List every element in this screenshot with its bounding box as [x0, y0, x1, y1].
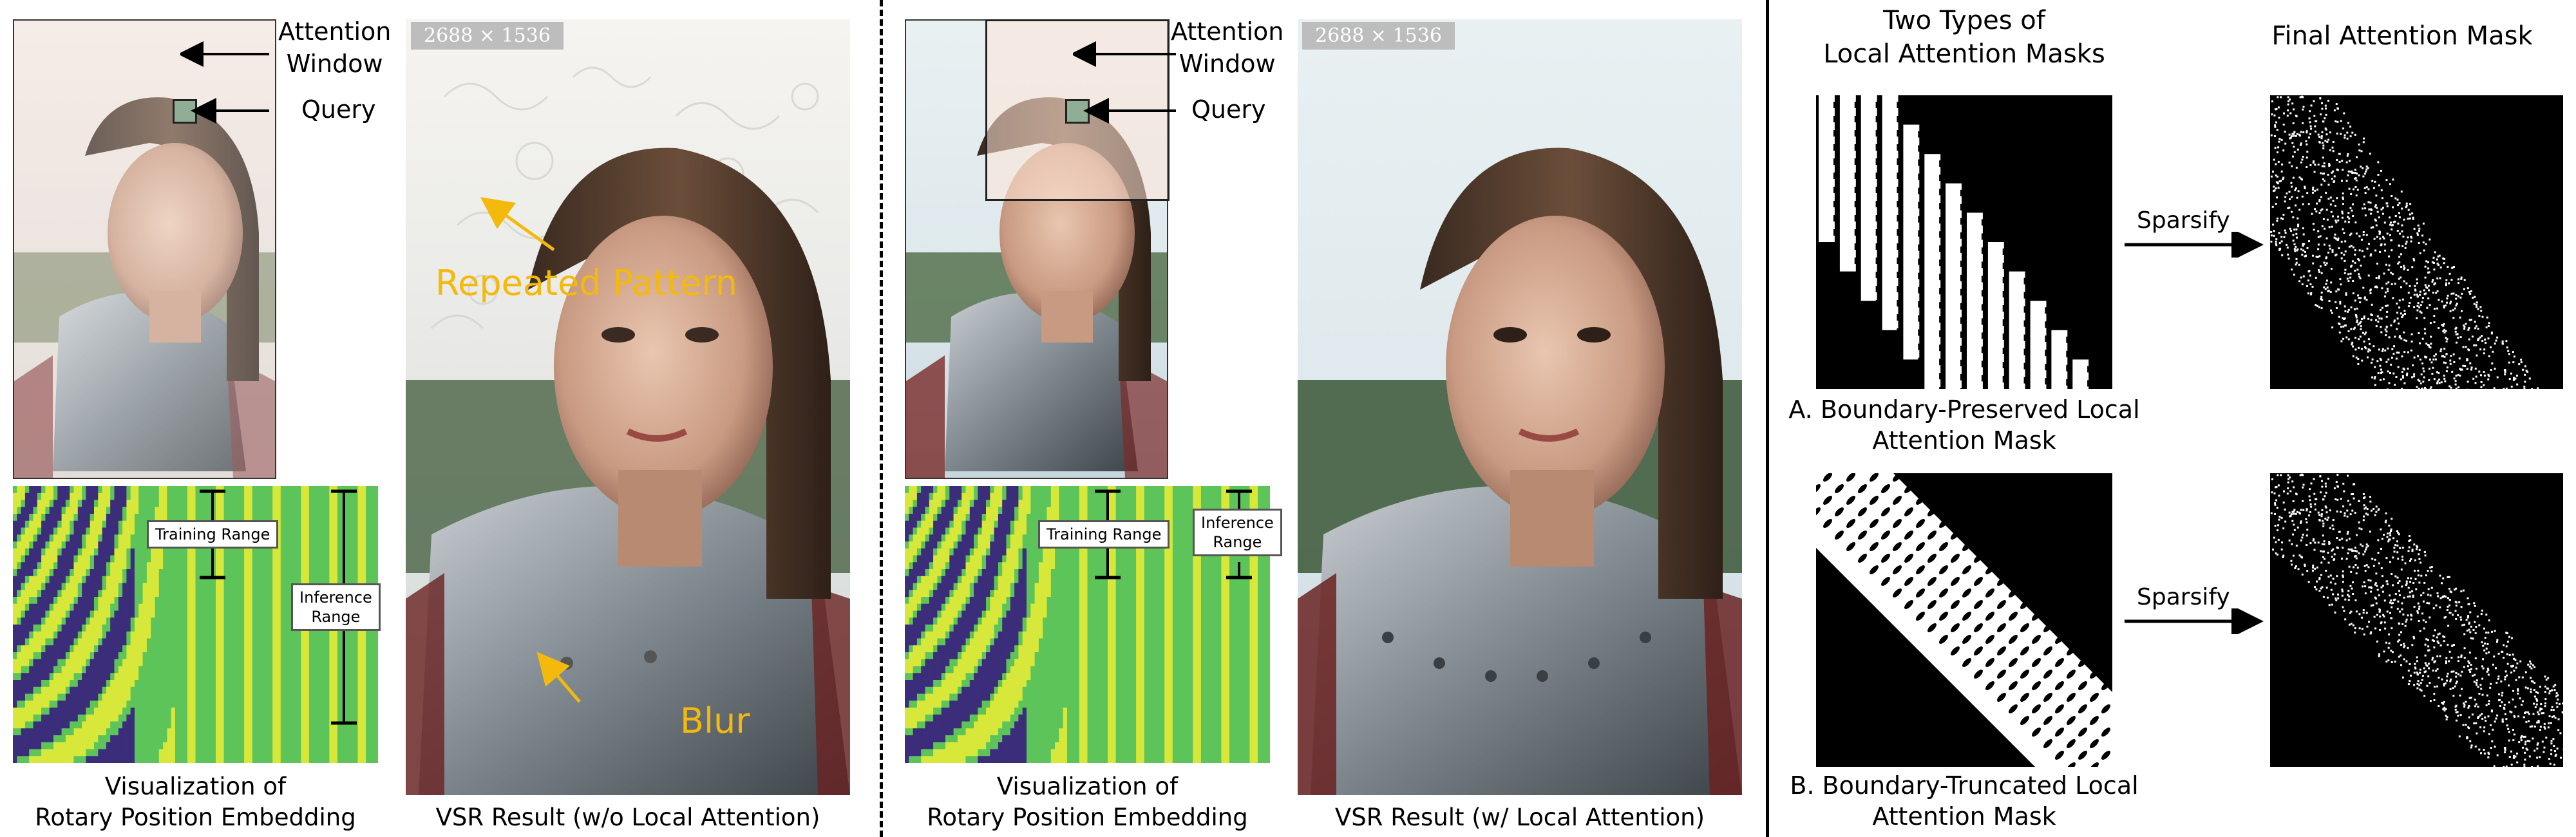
attention-window-label-middle: Attention Window [1171, 17, 1284, 78]
sparsify-arrow-b [2125, 608, 2264, 634]
caption-mask-b: B. Boundary-Truncated Local Attention Ma… [1790, 771, 2139, 831]
training-range-label-left: Training Range [147, 520, 279, 549]
attention-window-photo-left [13, 19, 276, 479]
vsr-caption-left: VSR Result (w/o Local Attention) [435, 804, 820, 831]
inference-range-label-left: Inference Range [291, 583, 381, 631]
vsr-result-with-local-attention [1298, 19, 1742, 795]
annotation-arrows-left [180, 41, 269, 124]
mask-a-boundary-preserved [1816, 95, 2112, 389]
rope-caption-middle: Visualization of Rotary Position Embeddi… [927, 773, 1248, 831]
query-label-middle: Query [1191, 95, 1266, 124]
solid-divider [1766, 0, 1769, 837]
final-mask-a [2270, 95, 2563, 389]
mask-b-boundary-truncated [1816, 473, 2112, 767]
query-label-left: Query [301, 95, 376, 124]
sparsify-label-b: Sparsify [2137, 584, 2230, 610]
dashed-divider [880, 0, 883, 837]
yellow-arrows-left [480, 197, 581, 703]
attention-window-label-left: Attention Window [278, 17, 392, 78]
annotation-repeated-pattern: Repeated Pattern [435, 263, 738, 303]
vsr-caption-middle: VSR Result (w/ Local Attention) [1334, 804, 1705, 831]
resolution-badge-middle: 2688 × 1536 [1302, 22, 1455, 50]
rope-caption-left: Visualization of Rotary Position Embeddi… [35, 773, 356, 831]
inference-range-label-middle: Inference Range [1193, 509, 1282, 556]
title-two-types: Two Types of Local Attention Masks [1823, 6, 2105, 69]
training-range-label-middle: Training Range [1038, 520, 1170, 549]
sparsify-label-a: Sparsify [2137, 207, 2230, 234]
annotation-blur: Blur [680, 701, 750, 741]
title-final-mask: Final Attention Mask [2271, 21, 2533, 51]
resolution-badge-left: 2688 × 1536 [411, 22, 564, 50]
sparsify-arrow-a [2125, 232, 2264, 258]
caption-mask-a: A. Boundary-Preserved Local Attention Ma… [1788, 395, 2140, 455]
annotation-arrows-middle [1073, 41, 1176, 124]
final-mask-b [2270, 473, 2563, 767]
vsr-result-without-local-attention [406, 19, 850, 795]
